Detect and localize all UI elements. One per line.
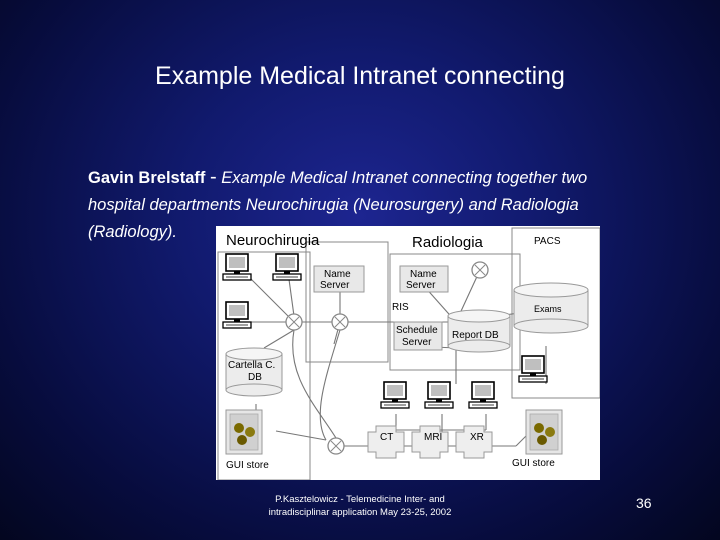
radiologia-label: Radiologia	[412, 234, 484, 251]
exams-cylinder	[513, 282, 589, 334]
mri-modality	[411, 425, 449, 459]
workstation-4	[380, 381, 410, 409]
name-server-2-line1: Name	[410, 269, 437, 280]
report-db-cylinder	[447, 309, 511, 353]
caption-dash: -	[209, 166, 217, 188]
cartella-db-line1: Cartella C.	[228, 360, 275, 371]
schedule-server-line2: Server	[402, 337, 432, 348]
slide-title: Example Medical Intranet connecting	[155, 62, 565, 90]
schedule-server-box	[393, 321, 443, 351]
name-server-2-line2: Server	[406, 280, 436, 291]
workstation-5	[424, 381, 454, 409]
gui-store-right-label: GUI store	[512, 458, 555, 469]
cartella-db-cylinder	[225, 347, 283, 397]
workstation-6	[468, 381, 498, 409]
workstation-3	[222, 301, 252, 329]
name-server-1-line1: Name	[324, 269, 351, 280]
report-db-label: Report DB	[452, 330, 499, 341]
hub-4	[327, 437, 345, 455]
hub-1	[285, 313, 303, 331]
caption-description: Example Medical Intranet connecting toge…	[88, 169, 588, 241]
ct-label: CT	[380, 432, 393, 443]
name-server-box-1	[313, 265, 365, 293]
pacs-label: PACS	[534, 236, 561, 247]
gui-store-left-icon	[225, 409, 263, 455]
neurochirugia-zone	[305, 241, 389, 363]
exams-label: Exams	[534, 304, 562, 314]
mri-label: MRI	[424, 432, 442, 443]
ct-modality	[367, 425, 405, 459]
schedule-server-line1: Schedule	[396, 325, 438, 336]
xr-modality	[455, 425, 493, 459]
author-name: Gavin Brelstaff	[88, 169, 206, 187]
neuro-zone	[217, 251, 311, 480]
pacs-zone	[511, 227, 600, 399]
workstation-2	[272, 253, 302, 281]
neurochirugia-label: Neurochirugia	[226, 232, 320, 249]
page-number: 36	[636, 495, 652, 511]
footer-line-2: intradisciplinar application May 23-25, …	[268, 507, 452, 518]
network-diagram: Name Server Name Server Schedule Server …	[216, 226, 600, 480]
name-server-box-2	[399, 265, 449, 293]
gui-store-left-label: GUI store	[226, 460, 269, 471]
gui-store-right-icon	[525, 409, 563, 455]
cartella-db-line2: DB	[248, 372, 262, 383]
slide-footer: P.Kasztelowicz - Telemedicine Inter- and…	[240, 493, 480, 519]
workstation-1	[222, 253, 252, 281]
workstation-7	[518, 355, 548, 383]
xr-label: XR	[470, 432, 484, 443]
slide-caption: Gavin Brelstaff - Example Medical Intran…	[88, 164, 648, 246]
footer-line-1: P.Kasztelowicz - Telemedicine Inter- and	[275, 494, 445, 505]
hub-3	[471, 261, 489, 279]
name-server-1-line2: Server	[320, 280, 350, 291]
ris-label: RIS	[392, 302, 409, 313]
hub-2	[331, 313, 349, 331]
